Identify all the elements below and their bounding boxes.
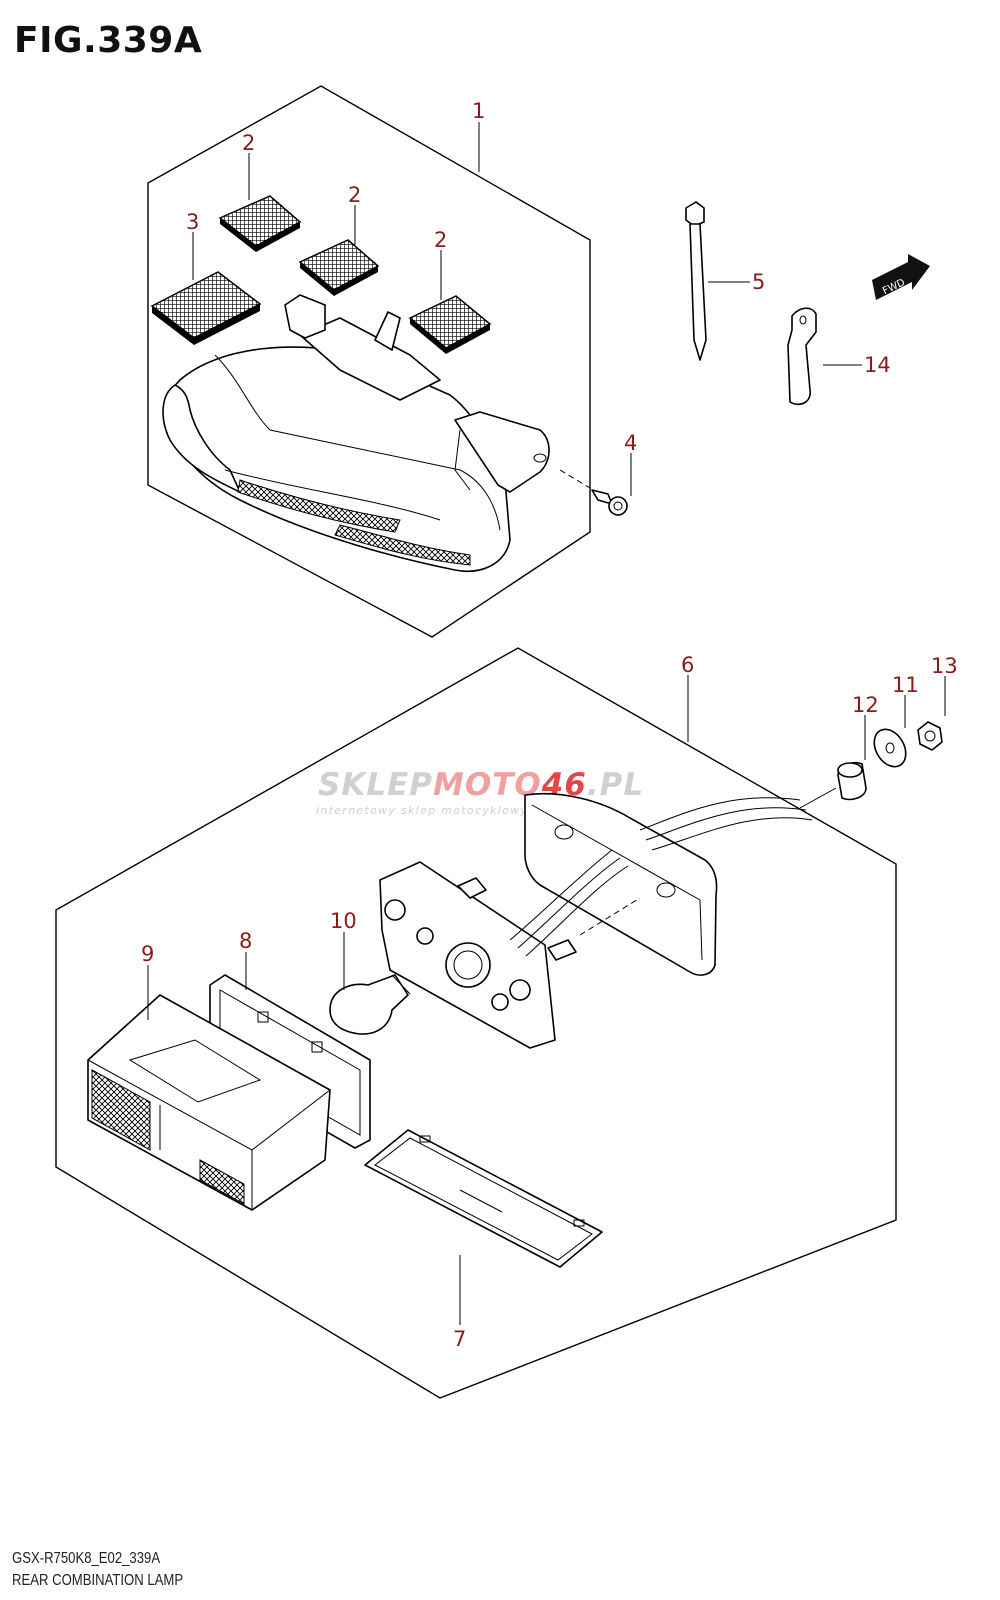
callout-13: 13 [931, 654, 958, 678]
cover-plate-7 [364, 1129, 603, 1268]
reflector-pad-2b [298, 239, 380, 296]
washer-11 [873, 728, 907, 768]
watermark-brand-b: MOTO [433, 767, 542, 803]
reflector-pad-3 [150, 271, 262, 345]
callout-8: 8 [239, 929, 252, 953]
watermark-brand-a: SKLEP [318, 767, 433, 803]
rear-combination-lamp-1 [162, 294, 550, 572]
assembly-1-outline [147, 85, 591, 638]
callout-6: 6 [681, 653, 694, 677]
callout-10: 10 [330, 909, 357, 933]
screw-4 [559, 469, 628, 516]
callout-12: 12 [852, 693, 879, 717]
clamp-14 [787, 307, 817, 406]
bulb-10 [329, 974, 411, 1035]
callout-4: 4 [624, 431, 637, 455]
nut-13 [917, 721, 943, 751]
callout-7: 7 [453, 1327, 466, 1351]
callout-1: 1 [472, 99, 485, 123]
callout-11: 11 [892, 673, 919, 697]
watermark-brand-d: .PL [587, 767, 644, 803]
callout-5: 5 [752, 270, 765, 294]
svg-text:SKLEPMOTO46.PL: SKLEPMOTO46.PL [318, 767, 644, 803]
reflector-pad-2a [218, 195, 302, 252]
callout-9: 9 [141, 942, 154, 966]
cable-tie-5 [685, 201, 707, 361]
callout-3: 3 [186, 210, 199, 234]
figure-code: GSX-R750K8_E02_339A [12, 1550, 161, 1567]
reflector-pad-2c [408, 295, 492, 354]
license-lamp-assembly-6 [379, 787, 837, 1049]
fwd-arrow-icon: FWD [872, 254, 930, 300]
callout-2a: 2 [242, 131, 255, 155]
figure-title: FIG.339A [14, 20, 203, 61]
lens-9 [87, 994, 331, 1211]
callout-14: 14 [864, 353, 891, 377]
watermark: SKLEPMOTO46.PL internetowy sklep motocyk… [316, 767, 644, 817]
figure-name: REAR COMBINATION LAMP [12, 1572, 184, 1589]
callout-2c: 2 [434, 228, 447, 252]
collar-12 [837, 761, 867, 801]
callout-2b: 2 [348, 183, 361, 207]
assembly-6-outline [55, 647, 897, 1399]
watermark-tagline: internetowy sklep motocyklowy [316, 804, 528, 817]
